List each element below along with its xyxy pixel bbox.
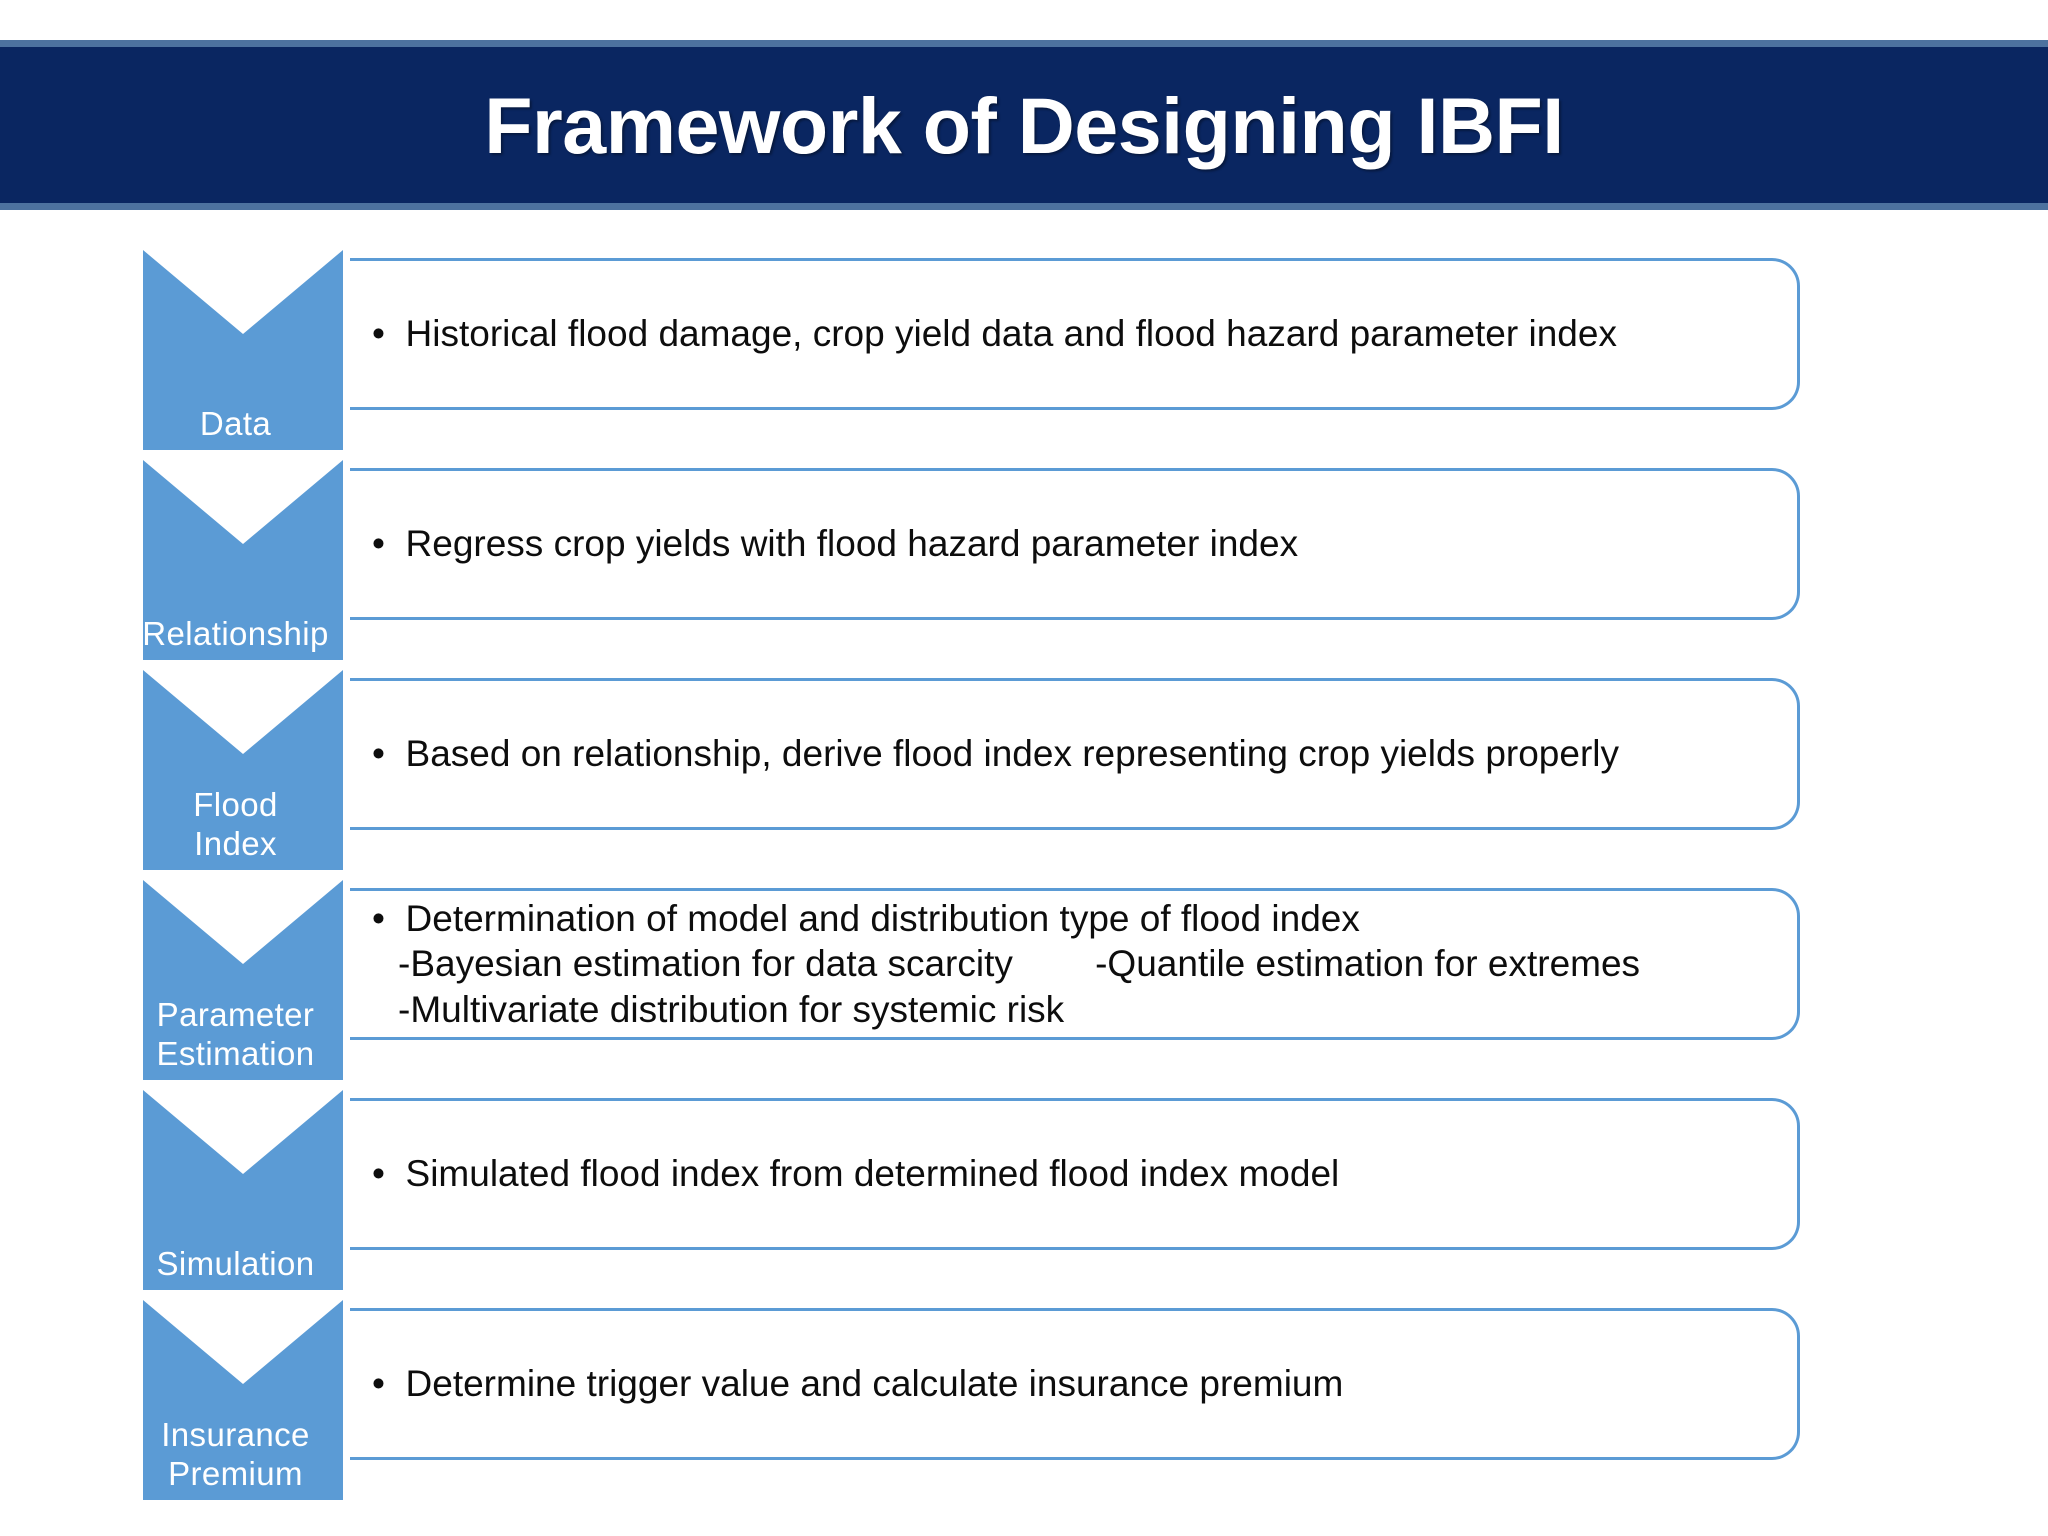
bullet-item: Determination of model and distribution … xyxy=(372,896,1777,941)
bullet-item: Determine trigger value and calculate in… xyxy=(372,1361,1777,1406)
process-step-row: Data Historical flood damage, crop yield … xyxy=(0,250,2048,450)
process-step-row: Relationship Regress crop yields with flo… xyxy=(0,460,2048,660)
stage-chevron-simulation[interactable]: Simulation xyxy=(143,1090,343,1290)
bullet-item: Simulated flood index from determined fl… xyxy=(372,1151,1777,1196)
stage-chevron-flood-index[interactable]: Flood Index xyxy=(143,670,343,870)
stage-chevron-insurance-premium[interactable]: Insurance Premium xyxy=(143,1300,343,1500)
stage-description-lines: Based on relationship, derive flood inde… xyxy=(372,731,1777,776)
bullet-item: Historical flood damage, crop yield data… xyxy=(372,311,1777,356)
sub-item: -Bayesian estimation for data scarcity -… xyxy=(398,943,1641,985)
stage-description-lines: Simulated flood index from determined fl… xyxy=(372,1151,1777,1196)
bullet-item: Based on relationship, derive flood inde… xyxy=(372,731,1777,776)
stage-description-box[interactable]: Regress crop yields with flood hazard pa… xyxy=(350,468,1800,620)
process-step-row: Flood Index Based on relationship, derive… xyxy=(0,670,2048,870)
stage-description-box[interactable]: Simulated flood index from determined fl… xyxy=(350,1098,1800,1250)
bullet-item: Regress crop yields with flood hazard pa… xyxy=(372,521,1777,566)
stage-description-box[interactable]: Determination of model and distribution … xyxy=(350,888,1800,1040)
stage-description-lines: Regress crop yields with flood hazard pa… xyxy=(372,521,1777,566)
stage-description-lines: Determination of model and distribution … xyxy=(372,896,1777,1031)
process-flow-diagram: Data Historical flood damage, crop yield … xyxy=(0,250,2048,1510)
stage-description-box[interactable]: Determine trigger value and calculate in… xyxy=(350,1308,1800,1460)
stage-label: Relationship xyxy=(142,615,329,653)
stage-description-box[interactable]: Based on relationship, derive flood inde… xyxy=(350,678,1800,830)
stage-description-lines: Determine trigger value and calculate in… xyxy=(372,1361,1777,1406)
stage-description-lines: Historical flood damage, crop yield data… xyxy=(372,311,1777,356)
title-banner: Framework of Designing IBFI xyxy=(0,40,2048,210)
page-title: Framework of Designing IBFI xyxy=(484,80,1564,170)
stage-chevron-data[interactable]: Data xyxy=(143,250,343,450)
sub-item: -Multivariate distribution for systemic … xyxy=(398,988,1065,1030)
process-step-row: Parameter Estimation Determination of mod… xyxy=(0,880,2048,1080)
stage-label: Insurance Premium xyxy=(161,1416,310,1493)
process-step-row: Simulation Simulated flood index from det… xyxy=(0,1090,2048,1290)
stage-label: Data xyxy=(199,405,272,443)
stage-label: Simulation xyxy=(156,1245,315,1283)
stage-description-box[interactable]: Historical flood damage, crop yield data… xyxy=(350,258,1800,410)
stage-chevron-parameter-estimation[interactable]: Parameter Estimation xyxy=(143,880,343,1080)
stage-chevron-relationship[interactable]: Relationship xyxy=(143,460,343,660)
stage-label: Parameter Estimation xyxy=(156,996,315,1073)
stage-label: Flood Index xyxy=(193,786,278,863)
process-step-row: Insurance Premium Determine trigger value… xyxy=(0,1300,2048,1500)
